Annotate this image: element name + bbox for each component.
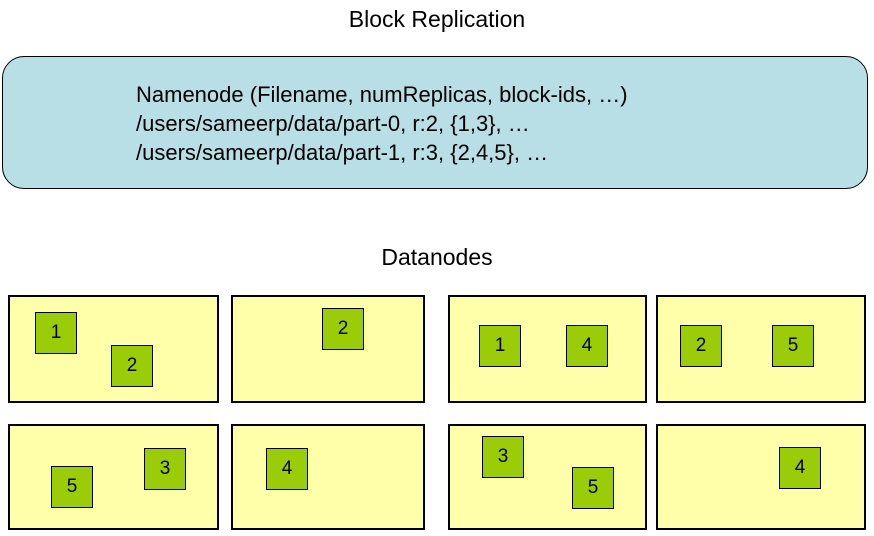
data-block: 5 <box>772 325 814 367</box>
data-block: 5 <box>51 466 93 508</box>
data-block: 4 <box>266 448 308 490</box>
data-block: 2 <box>680 325 722 367</box>
data-block: 4 <box>566 325 608 367</box>
data-block: 4 <box>779 447 821 489</box>
data-block: 3 <box>482 436 524 478</box>
datanode-panel: 4 <box>656 424 866 530</box>
page-title: Block Replication <box>348 6 526 32</box>
namenode-box <box>2 56 868 189</box>
namenode-line-part-0: /users/sameerp/data/part-0, r:2, {1,3}, … <box>136 111 530 136</box>
data-block: 2 <box>322 308 364 350</box>
data-block: 5 <box>572 467 614 509</box>
datanode-panel: 2 <box>231 295 425 403</box>
namenode-line-header: Namenode (Filename, numReplicas, block-i… <box>136 82 628 107</box>
data-block: 1 <box>35 312 77 354</box>
data-block: 1 <box>479 325 521 367</box>
datanodes-label: Datanodes <box>381 244 493 270</box>
namenode-metadata-text: Namenode (Filename, numReplicas, block-i… <box>136 80 628 167</box>
data-block: 2 <box>111 345 153 387</box>
namenode-line-part-1: /users/sameerp/data/part-1, r:3, {2,4,5}… <box>136 140 549 165</box>
datanode-panel: 4 <box>231 424 425 530</box>
data-block: 3 <box>144 448 186 490</box>
